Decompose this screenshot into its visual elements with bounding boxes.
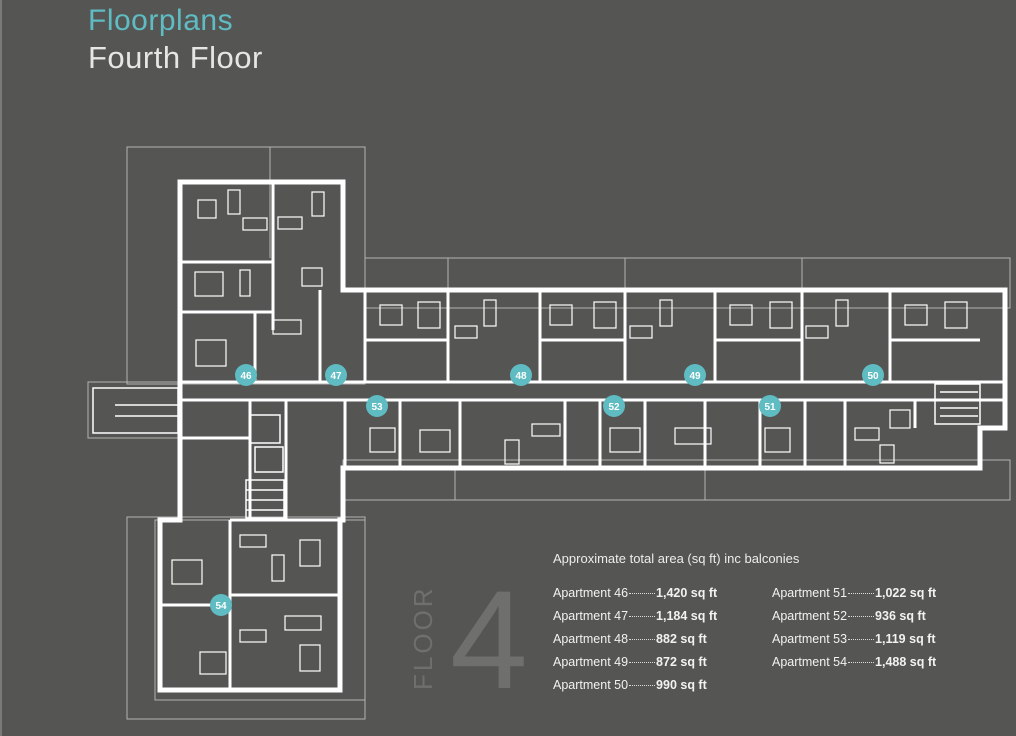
leader-dots <box>848 616 875 617</box>
marker-46[interactable]: 46 <box>235 364 257 386</box>
stair-cores <box>92 383 981 519</box>
svg-text:54: 54 <box>215 601 227 612</box>
marker-53[interactable]: 53 <box>366 395 388 417</box>
page-title: Floorplans <box>88 4 234 37</box>
apartment-area: 872 sq ft <box>656 655 707 669</box>
apartment-area-48: Apartment 48 882 sq ft <box>553 632 707 646</box>
apartment-area: 1,119 sq ft <box>875 632 936 646</box>
apartment-name: Apartment 46 <box>553 586 629 600</box>
leader-dots <box>629 662 656 663</box>
apartment-name: Apartment 51 <box>772 586 848 600</box>
left-edge-line <box>0 0 2 736</box>
apartment-area-54: Apartment 54 1,488 sq ft <box>772 655 936 669</box>
page-subtitle: Fourth Floor <box>88 40 263 75</box>
leader-dots <box>848 593 875 594</box>
leader-dots <box>629 593 656 594</box>
marker-51[interactable]: 51 <box>759 395 781 417</box>
floor-number: 4 <box>450 561 528 718</box>
apartment-area: 936 sq ft <box>875 609 926 623</box>
apartment-markers: 46 47 48 49 50 51 52 53 54 <box>210 364 884 616</box>
apartment-area-50: Apartment 50 990 sq ft <box>553 678 707 692</box>
apartment-name: Apartment 47 <box>553 609 629 623</box>
svg-text:48: 48 <box>515 371 527 382</box>
apartment-area: 990 sq ft <box>656 678 707 692</box>
apartment-name: Apartment 50 <box>553 678 629 692</box>
apartment-area: 1,488 sq ft <box>875 655 937 669</box>
apartment-name: Apartment 53 <box>772 632 848 646</box>
leader-dots <box>629 685 656 686</box>
apartment-area-47: Apartment 47 1,184 sq ft <box>553 609 717 623</box>
area-heading: Approximate total area (sq ft) inc balco… <box>553 551 800 566</box>
leader-dots <box>848 639 875 640</box>
svg-text:47: 47 <box>330 371 342 382</box>
svg-text:46: 46 <box>240 371 252 382</box>
marker-54[interactable]: 54 <box>210 594 232 616</box>
svg-text:49: 49 <box>689 371 701 382</box>
apartment-area-46: Apartment 46 1,420 sq ft <box>553 586 717 600</box>
apartment-area: 1,184 sq ft <box>656 609 718 623</box>
apartment-name: Apartment 54 <box>772 655 848 669</box>
svg-text:51: 51 <box>764 402 776 413</box>
furniture <box>171 189 968 675</box>
svg-text:52: 52 <box>608 402 620 413</box>
leader-dots <box>629 616 656 617</box>
apartment-area-52: Apartment 52 936 sq ft <box>772 609 926 623</box>
marker-52[interactable]: 52 <box>603 395 625 417</box>
apartment-area-49: Apartment 49 872 sq ft <box>553 655 707 669</box>
svg-text:50: 50 <box>867 371 879 382</box>
apartment-name: Apartment 49 <box>553 655 629 669</box>
apartment-area-51: Apartment 51 1,022 sq ft <box>772 586 936 600</box>
apartment-area: 882 sq ft <box>656 632 707 646</box>
leader-dots <box>848 662 875 663</box>
apartment-area: 1,420 sq ft <box>656 586 718 600</box>
leader-dots <box>629 639 656 640</box>
apartment-name: Apartment 52 <box>772 609 848 623</box>
svg-text:53: 53 <box>371 402 383 413</box>
apartment-name: Apartment 48 <box>553 632 629 646</box>
outer-walls <box>157 179 1008 693</box>
marker-50[interactable]: 50 <box>862 364 884 386</box>
marker-49[interactable]: 49 <box>684 364 706 386</box>
apartment-area-53: Apartment 53 1,119 sq ft <box>772 632 936 646</box>
marker-48[interactable]: 48 <box>510 364 532 386</box>
apartment-area: 1,022 sq ft <box>875 586 937 600</box>
marker-47[interactable]: 47 <box>325 364 347 386</box>
